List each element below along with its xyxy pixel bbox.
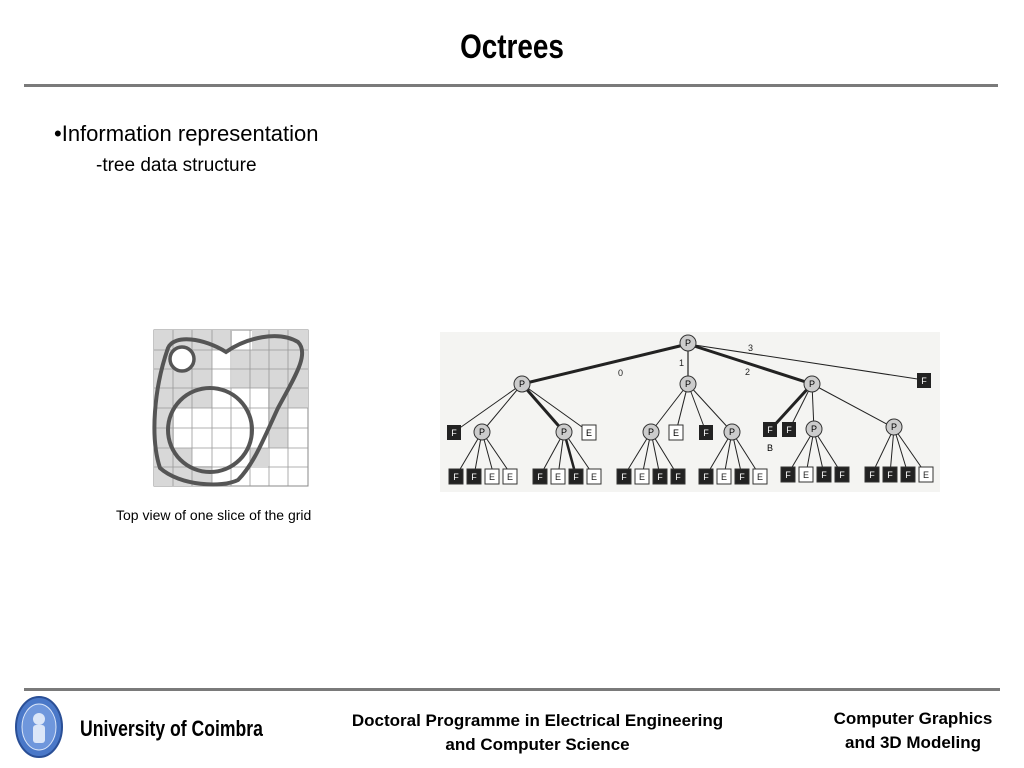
leaf-box xyxy=(616,468,632,485)
leaf-box xyxy=(798,466,814,483)
leaf-box xyxy=(634,468,650,485)
leaf-label: E xyxy=(757,472,763,482)
bullet-main: •Information representation xyxy=(54,121,319,146)
course-line2: and 3D Modeling xyxy=(845,733,981,752)
footer-divider xyxy=(24,688,1000,691)
leaf-box xyxy=(532,468,548,485)
level1-node-0: P xyxy=(519,379,525,389)
level1-node-2: P xyxy=(809,379,815,389)
leaf-box xyxy=(448,468,464,485)
leaf-label: F xyxy=(839,470,845,480)
g3-node-3: P xyxy=(891,422,897,432)
leaf-box xyxy=(550,468,566,485)
leaf-label: F xyxy=(537,472,543,482)
g2-node-1: E xyxy=(673,428,679,438)
leaf-label: F xyxy=(621,472,627,482)
leaf-box xyxy=(864,466,880,483)
g2-node-3: P xyxy=(729,427,735,437)
leaf-label: E xyxy=(555,472,561,482)
leaf-label: F xyxy=(573,472,579,482)
quadtree-grid-figure xyxy=(152,329,309,487)
figure-caption: Top view of one slice of the grid xyxy=(116,507,312,523)
bullet-sub: -tree data structure xyxy=(96,155,257,176)
g1-node-1: P xyxy=(479,427,485,437)
university-name: University of Coimbra xyxy=(80,716,263,741)
leaf-label: F xyxy=(657,472,663,482)
leaf-box xyxy=(484,468,500,485)
octree-diagram: 0 1 2 3 P P P P F F P P E P E F P xyxy=(440,332,940,492)
leaf-label: E xyxy=(591,472,597,482)
g1-node-3: E xyxy=(586,428,592,438)
leaf-box xyxy=(734,468,750,485)
leaf-box xyxy=(816,466,832,483)
leaf-box xyxy=(900,466,916,483)
g2-node-2: F xyxy=(703,428,709,438)
leaf-label: E xyxy=(923,470,929,480)
g1-node-2: P xyxy=(561,427,567,437)
leaf-label: F xyxy=(785,470,791,480)
level1-node-1: P xyxy=(685,379,691,389)
leaf-label: F xyxy=(821,470,827,480)
root-node: P xyxy=(685,338,691,348)
leaf-box xyxy=(716,468,732,485)
leaf-label: F xyxy=(887,470,893,480)
leaf-box xyxy=(882,466,898,483)
leaf-box xyxy=(918,466,934,483)
leaf-box xyxy=(780,466,796,483)
edge-label-3: 3 xyxy=(748,343,753,353)
programme-name: Doctoral Programme in Electrical Enginee… xyxy=(310,709,765,757)
course-name: Computer Graphics and 3D Modeling xyxy=(812,707,1014,755)
leaf-box xyxy=(698,468,714,485)
programme-line1: Doctoral Programme in Electrical Enginee… xyxy=(351,711,724,730)
university-seal-icon xyxy=(15,696,63,758)
title-divider xyxy=(24,84,998,87)
g3-annotation: B xyxy=(767,443,773,453)
leaf-label: E xyxy=(639,472,645,482)
leaf-label: E xyxy=(803,470,809,480)
edge-label-2: 2 xyxy=(745,367,750,377)
g1-node-0: F xyxy=(451,428,457,438)
leaf-box xyxy=(466,468,482,485)
edge-label-1: 1 xyxy=(679,358,684,368)
slide-title: Octrees xyxy=(460,28,564,66)
g3-node-1: F xyxy=(786,425,792,435)
leaf-label: F xyxy=(453,472,459,482)
leaf-box xyxy=(568,468,584,485)
leaf-label: E xyxy=(489,472,495,482)
leaf-box xyxy=(834,466,850,483)
g2-node-0: P xyxy=(648,427,654,437)
g3-node-0: F xyxy=(767,425,773,435)
leaf-box xyxy=(652,468,668,485)
programme-line2: and Computer Science xyxy=(445,735,630,754)
g3-node-2: P xyxy=(811,424,817,434)
course-line1: Computer Graphics xyxy=(833,709,993,728)
leaf-label: F xyxy=(905,470,911,480)
leaf-box xyxy=(670,468,686,485)
leaf-label: E xyxy=(507,472,513,482)
leaf-box xyxy=(752,468,768,485)
leaf-label: F xyxy=(869,470,875,480)
leaf-label: F xyxy=(703,472,709,482)
level1-node-3: F xyxy=(921,376,927,386)
leaf-label: E xyxy=(721,472,727,482)
leaf-box xyxy=(586,468,602,485)
edge-label-0: 0 xyxy=(618,368,623,378)
leaf-label: F xyxy=(471,472,477,482)
leaf-label: F xyxy=(739,472,745,482)
leaf-box xyxy=(502,468,518,485)
leaf-label: F xyxy=(675,472,681,482)
